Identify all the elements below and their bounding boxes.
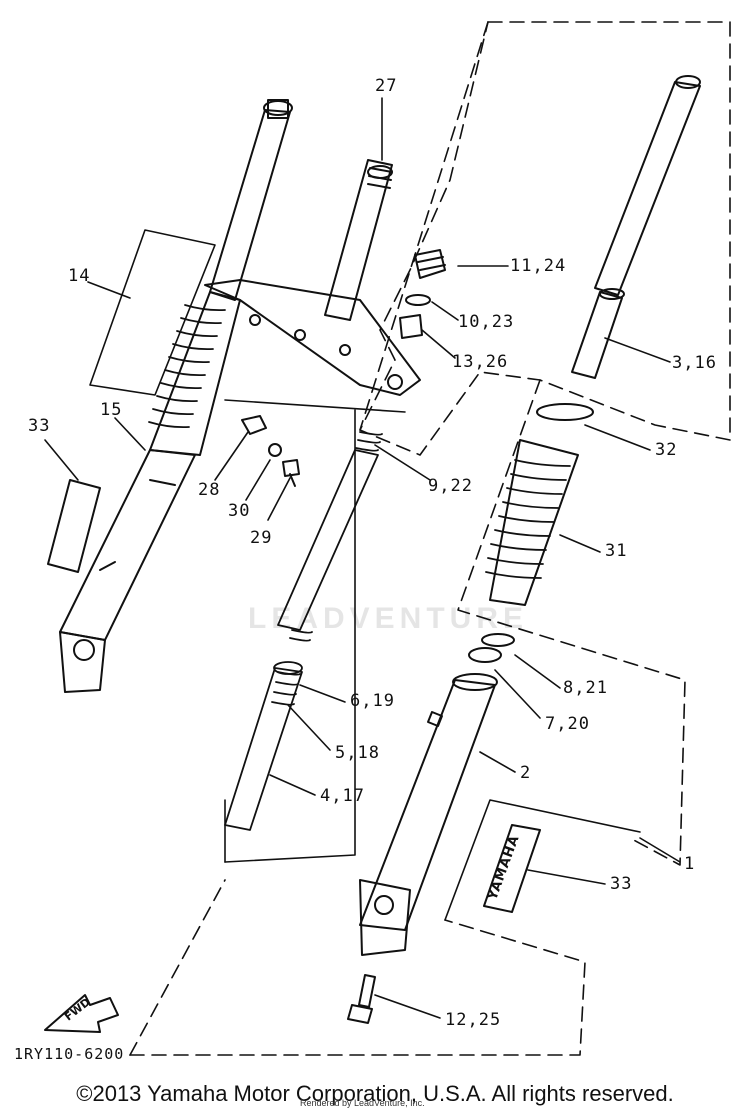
part-label-33-right: 33 [610, 874, 633, 894]
part-label-3-16: 3,16 [672, 353, 717, 373]
part-label-7-20: 7,20 [545, 714, 590, 734]
diagram-code: 1RY110-6200 [14, 1045, 125, 1063]
part-label-10-23: 10,23 [458, 312, 515, 332]
part-label-15: 15 [100, 400, 123, 420]
small-bolts [241, 415, 300, 487]
rendered-by-note: Rendered by LeadVenture, Inc. [300, 1098, 425, 1108]
part-label-4-17: 4,17 [320, 786, 365, 806]
part-label-8-21: 8,21 [563, 678, 608, 698]
part-label-11-24: 11,24 [510, 256, 567, 276]
left-fork-leg [59, 99, 293, 693]
cap-bolt-parts [399, 249, 446, 339]
part-label-31: 31 [605, 541, 628, 561]
spring-and-damper-rod [224, 431, 383, 831]
solid-bracket-outlines [89, 229, 641, 921]
part-label-14: 14 [68, 266, 91, 286]
part-label-2: 2 [520, 763, 532, 783]
left-sticker [47, 479, 101, 573]
part-label-29: 29 [250, 528, 273, 548]
part-label-5-18: 5,18 [335, 743, 380, 763]
copyright-notice: ©2013 Yamaha Motor Corporation, U.S.A. A… [76, 1081, 674, 1106]
right-outer-tube [359, 633, 515, 956]
right-fork-tube [571, 75, 701, 379]
part-label-30: 30 [228, 501, 251, 521]
right-sticker [483, 824, 541, 913]
part-label-27: 27 [375, 76, 398, 96]
lower-bracket [204, 159, 421, 396]
part-label-1: 1 [684, 854, 696, 874]
part-label-28: 28 [198, 480, 221, 500]
leader-lines [44, 97, 681, 1019]
watermark: LEADVENTURE [248, 602, 529, 635]
fwd-arrow [44, 994, 119, 1033]
part-label-13-26: 13,26 [452, 352, 509, 372]
part-label-6-19: 6,19 [350, 691, 395, 711]
dashed-assembly-outlines [129, 21, 731, 1056]
part-label-12-25: 12,25 [445, 1010, 502, 1030]
part-label-9-22: 9,22 [428, 476, 473, 496]
part-label-32: 32 [655, 440, 678, 460]
part-label-33-left: 33 [28, 416, 51, 436]
right-boot [485, 403, 594, 606]
drain-bolt [347, 974, 376, 1024]
